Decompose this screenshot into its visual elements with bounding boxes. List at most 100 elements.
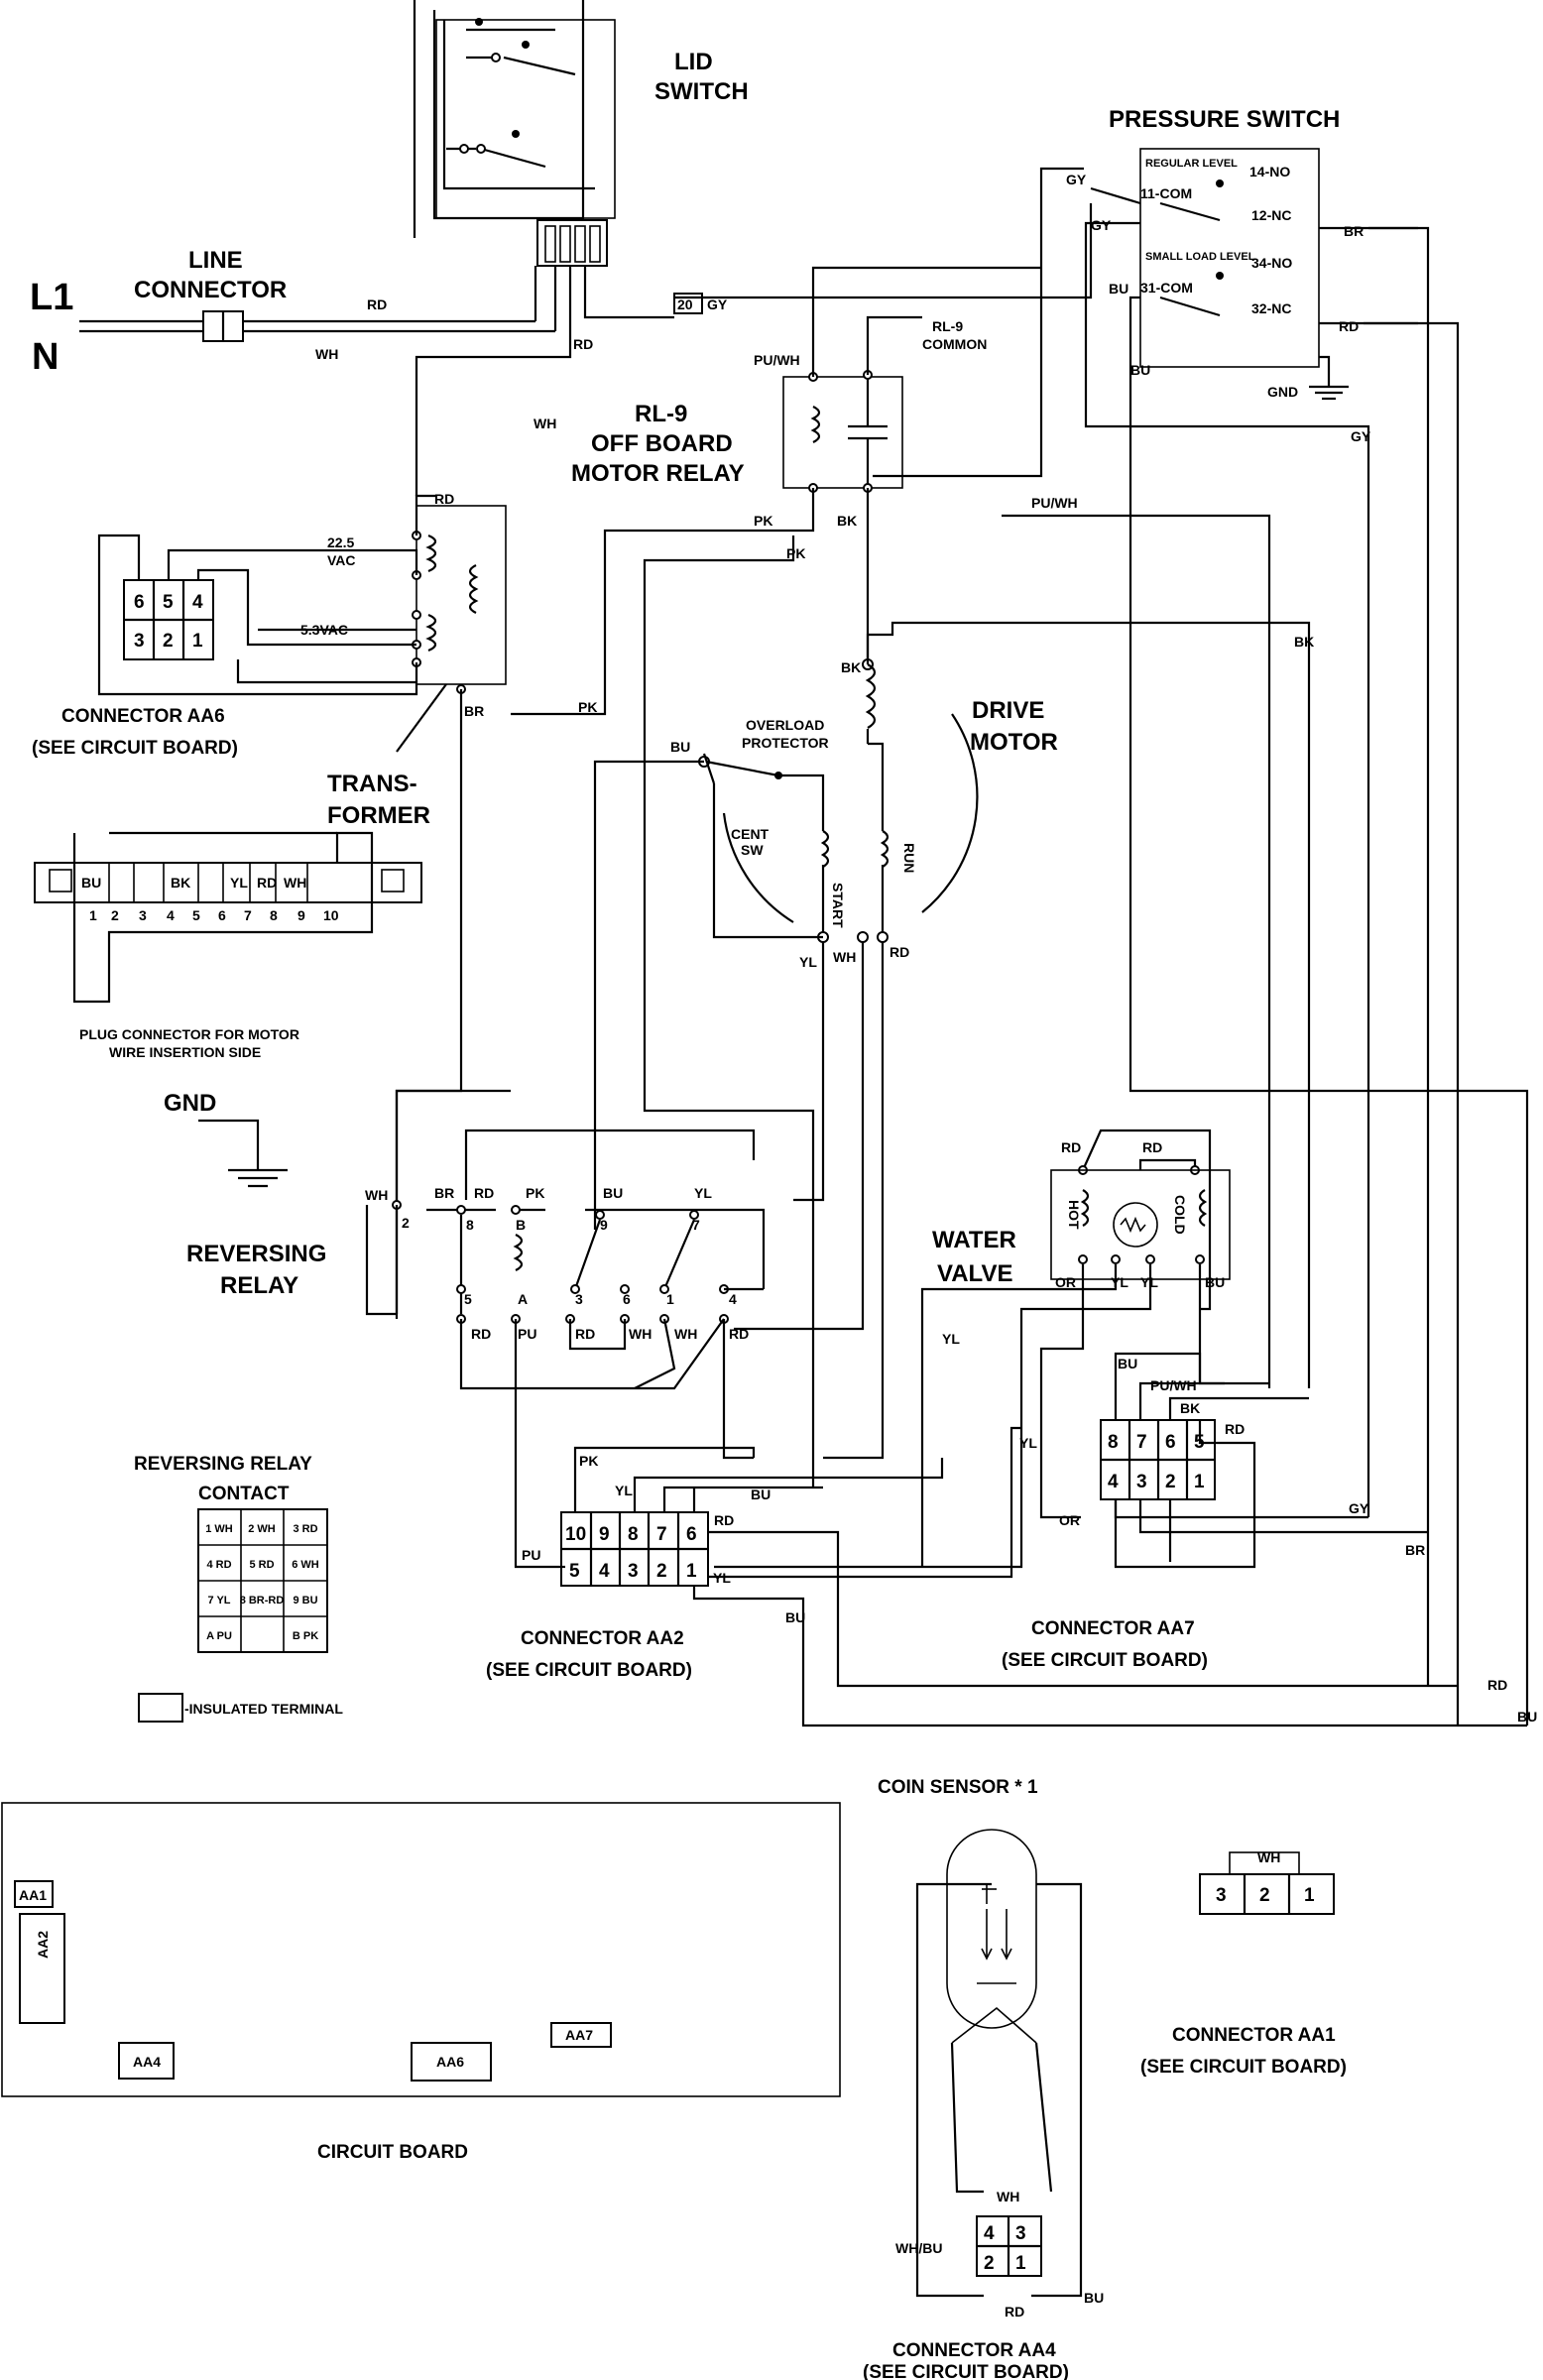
small-load-level-label: SMALL LOAD LEVEL <box>1145 251 1255 263</box>
plug-num-5: 5 <box>192 907 200 923</box>
aa6-pin-4: 4 <box>192 592 203 613</box>
plug-num-10: 10 <box>323 907 339 923</box>
aa2-pin-7: 7 <box>656 1524 667 1545</box>
svg-text:YL: YL <box>694 1185 712 1201</box>
svg-text:WH: WH <box>833 949 856 965</box>
svg-text:RD: RD <box>575 1326 595 1342</box>
plug-color-7: WH <box>284 875 306 891</box>
contact-1: 1 WH <box>205 1523 233 1535</box>
aa2-label-2: (SEE CIRCUIT BOARD) <box>486 1660 692 1681</box>
pressure-11com: 11-COM <box>1140 185 1192 201</box>
connector-aa7: 8 7 6 5 4 3 2 1 BU PU/WH BK RD GY BR CON… <box>1002 1352 1428 1671</box>
contact-7: 7 YL <box>207 1595 230 1606</box>
svg-text:BK: BK <box>841 659 861 675</box>
sw-label: SW <box>741 842 764 858</box>
water-valve-label-1: WATER <box>932 1227 1016 1253</box>
n-label: N <box>32 336 59 378</box>
contact-5: 5 RD <box>249 1559 274 1571</box>
aa2-pin-9: 9 <box>599 1524 610 1545</box>
aa6-pin-6: 6 <box>134 592 145 613</box>
aa2-pin-8: 8 <box>628 1524 639 1545</box>
connector-aa1: WH 3 2 1 CONNECTOR AA1 (SEE CIRCUIT BOAR… <box>1140 1849 1347 2078</box>
aa7-pin-6: 6 <box>1165 1432 1176 1453</box>
aa4-pin-3: 3 <box>1015 2223 1026 2244</box>
rr-term-6: 6 <box>623 1291 631 1307</box>
svg-text:BU: BU <box>670 739 690 755</box>
water-valve-label-2: VALVE <box>937 1260 1012 1287</box>
line-connector-label-1: LINE <box>188 247 243 274</box>
aa7-pin-1: 1 <box>1194 1472 1205 1492</box>
plug-num-4: 4 <box>167 907 175 923</box>
aa1-label-2: (SEE CIRCUIT BOARD) <box>1140 2057 1347 2078</box>
contact-2: 2 WH <box>248 1523 276 1535</box>
svg-text:BU: BU <box>1130 362 1150 378</box>
svg-text:BK: BK <box>1294 634 1314 650</box>
svg-text:PK: PK <box>786 545 805 561</box>
plug-color-3: BK <box>171 875 190 891</box>
plug-num-3: 3 <box>139 907 147 923</box>
plug-num-9: 9 <box>297 907 305 923</box>
svg-text:RD: RD <box>729 1326 749 1342</box>
regular-level-label: REGULAR LEVEL <box>1145 158 1238 170</box>
svg-text:WH: WH <box>365 1187 388 1203</box>
rr-term-5: 5 <box>464 1291 472 1307</box>
svg-text:BU: BU <box>1118 1356 1137 1371</box>
rr-term-1: 1 <box>666 1291 674 1307</box>
svg-text:YL: YL <box>615 1483 633 1498</box>
svg-text:BU: BU <box>1109 281 1128 297</box>
pressure-12nc: 12-NC <box>1251 207 1291 223</box>
contact-3: 3 RD <box>293 1523 317 1535</box>
rr-term-7: 7 <box>692 1217 700 1233</box>
svg-text:RD: RD <box>367 297 387 312</box>
l1-label: L1 <box>30 277 73 318</box>
svg-text:RD: RD <box>1142 1139 1162 1155</box>
aa1-label-1: CONNECTOR AA1 <box>1172 2025 1336 2046</box>
reversing-relay: REVERSING RELAY WH 2 8 B 9 7 5 A 3 6 1 4… <box>186 1089 766 1569</box>
aa2-pin-2: 2 <box>656 1561 667 1582</box>
contact-label-2: CONTACT <box>198 1484 290 1504</box>
circuit-board: AA1 AA2 AA4 AA6 AA7 CIRCUIT BOARD <box>1 1802 841 2163</box>
plug-num-7: 7 <box>244 907 252 923</box>
svg-text:RD: RD <box>1339 318 1359 334</box>
pressure-34no: 34-NO <box>1251 255 1292 271</box>
svg-text:YL: YL <box>1111 1274 1128 1290</box>
aa7-pin-2: 2 <box>1165 1472 1176 1492</box>
svg-text:PK: PK <box>579 1453 598 1469</box>
insulated-20: 20 <box>677 297 693 312</box>
circuit-board-label: CIRCUIT BOARD <box>317 2142 468 2163</box>
plug-num-8: 8 <box>270 907 278 923</box>
lid-switch: LID SWITCH <box>413 0 749 267</box>
transformer-label-1: TRANS- <box>327 771 417 797</box>
board-aa7: AA7 <box>565 2027 593 2043</box>
aa2-pin-3: 3 <box>628 1561 639 1582</box>
svg-text:BU: BU <box>1205 1274 1225 1290</box>
connector-aa2: 10 9 8 7 6 5 4 3 2 1 PK YL BU RD PU YL B… <box>486 1426 1537 1727</box>
svg-text:OR: OR <box>1059 1512 1080 1528</box>
aa4-pin-1: 1 <box>1015 2253 1026 2274</box>
line-connector-label-2: CONNECTOR <box>134 277 287 303</box>
aa4-pin-2: 2 <box>984 2253 995 2274</box>
svg-text:PK: PK <box>754 513 772 529</box>
motor-plug-connector: BU BK YL RD WH 1 2 3 4 5 6 7 8 9 10 PLUG… <box>34 831 422 1060</box>
aa7-pin-8: 8 <box>1108 1432 1119 1453</box>
contact-b: B PK <box>293 1630 318 1642</box>
contact-4: 4 RD <box>206 1559 231 1571</box>
pressure-switch: PRESSURE SWITCH REGULAR LEVEL SMALL LOAD… <box>674 106 1529 1726</box>
svg-text:BR: BR <box>1344 223 1364 239</box>
svg-text:WH: WH <box>629 1326 652 1342</box>
svg-text:RD: RD <box>474 1185 494 1201</box>
drive-motor: DRIVE MOTOR OVERLOAD PROTECTOR CENT SW B… <box>593 621 1314 1460</box>
svg-text:RD: RD <box>1225 1421 1245 1437</box>
svg-text:BU: BU <box>751 1487 771 1502</box>
contact-9: 9 BU <box>293 1595 317 1606</box>
aa6-label-1: CONNECTOR AA6 <box>61 706 225 727</box>
gnd-label: GND <box>164 1090 216 1117</box>
board-aa6: AA6 <box>436 2054 464 2070</box>
svg-text:RD: RD <box>434 491 454 507</box>
svg-text:BU: BU <box>1084 2290 1104 2306</box>
svg-text:BR: BR <box>434 1185 454 1201</box>
contact-a: A PU <box>206 1630 232 1642</box>
rl9-common-1: RL-9 <box>932 318 963 334</box>
cold-label: COLD <box>1172 1195 1188 1235</box>
hot-label: HOT <box>1066 1200 1082 1230</box>
